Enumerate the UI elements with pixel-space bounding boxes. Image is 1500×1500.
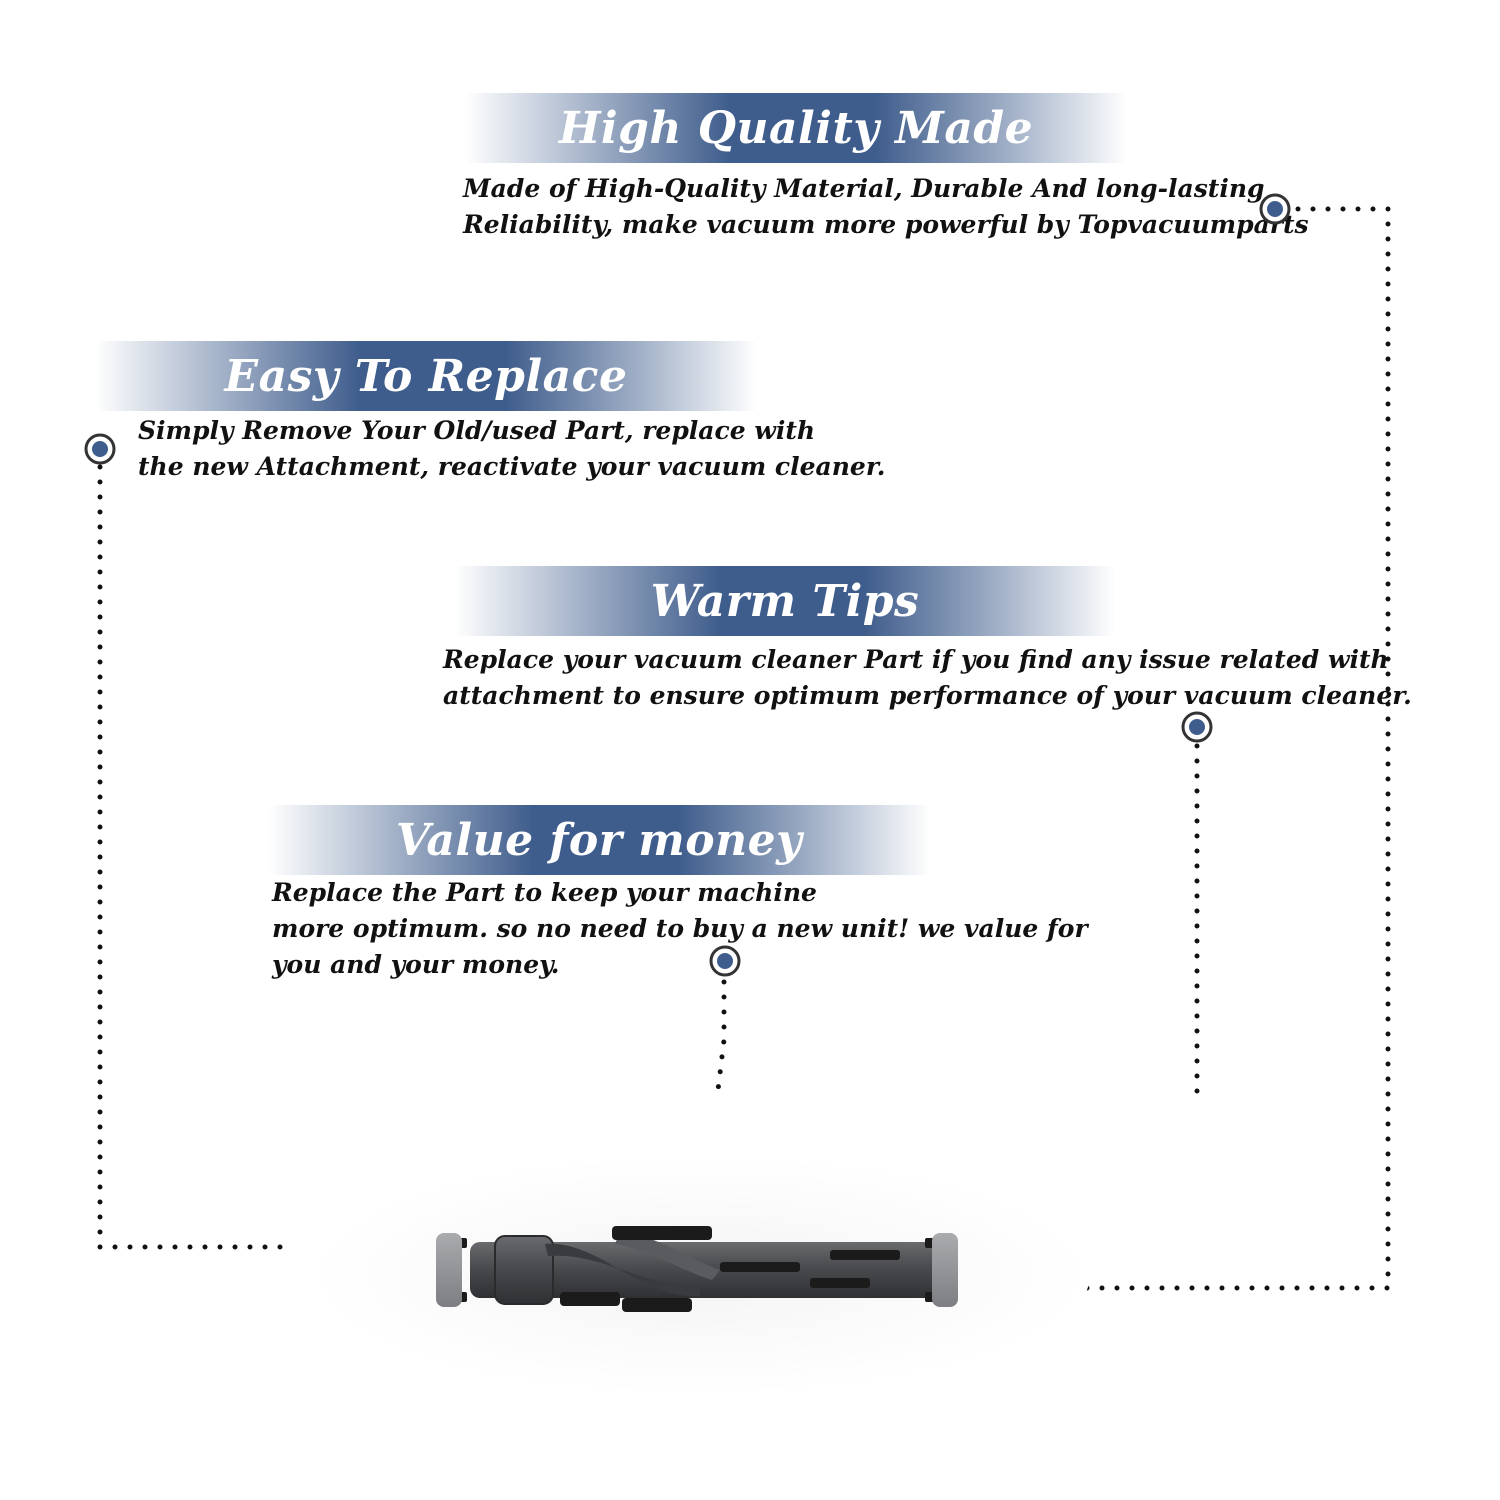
description-line: Reliability, make vacuum more powerful b… (463, 210, 1309, 239)
banner-warm-tips: Warm Tips (455, 566, 1115, 636)
dotted-connector-right (1033, 206, 1391, 1291)
banner-value-for-money: Value for money (268, 805, 930, 875)
description-line: the new Attachment, reactivate your vacu… (138, 452, 886, 481)
description-line: attachment to ensure optimum performance… (443, 681, 1412, 710)
description-line: Replace your vacuum cleaner Part if you … (443, 645, 1389, 674)
banner-easy-to-replace: Easy To Replace (95, 341, 757, 411)
banner-title: Easy To Replace (224, 350, 628, 402)
banner-title: High Quality Made (558, 102, 1034, 154)
dotted-connector-value (715, 979, 727, 1093)
marker-dot-icon (709, 945, 741, 977)
description-line: more optimum. so no need to buy a new un… (272, 914, 1088, 943)
description-line: Made of High-Quality Material, Durable A… (463, 174, 1265, 203)
description-easy-to-replace: Simply Remove Your Old/used Part, replac… (138, 413, 885, 485)
vacuum-brush-roll-icon (310, 1155, 1090, 1395)
description-warm-tips: Replace your vacuum cleaner Part if you … (443, 642, 1412, 714)
description-line: you and your money. (272, 950, 560, 979)
marker-dot-icon (84, 433, 116, 465)
banner-title: Value for money (395, 814, 803, 866)
marker-dot-icon (1259, 193, 1291, 225)
dotted-connector-left (97, 464, 298, 1250)
banner-high-quality-made: High Quality Made (465, 93, 1127, 163)
description-line: Replace the Part to keep your machine (272, 878, 817, 907)
marker-dot-icon (1181, 711, 1213, 743)
description-high-quality-made: Made of High-Quality Material, Durable A… (463, 171, 1309, 243)
banner-title: Warm Tips (650, 575, 920, 627)
description-line: Simply Remove Your Old/used Part, replac… (138, 416, 816, 445)
description-value-for-money: Replace the Part to keep your machine mo… (272, 875, 1088, 983)
